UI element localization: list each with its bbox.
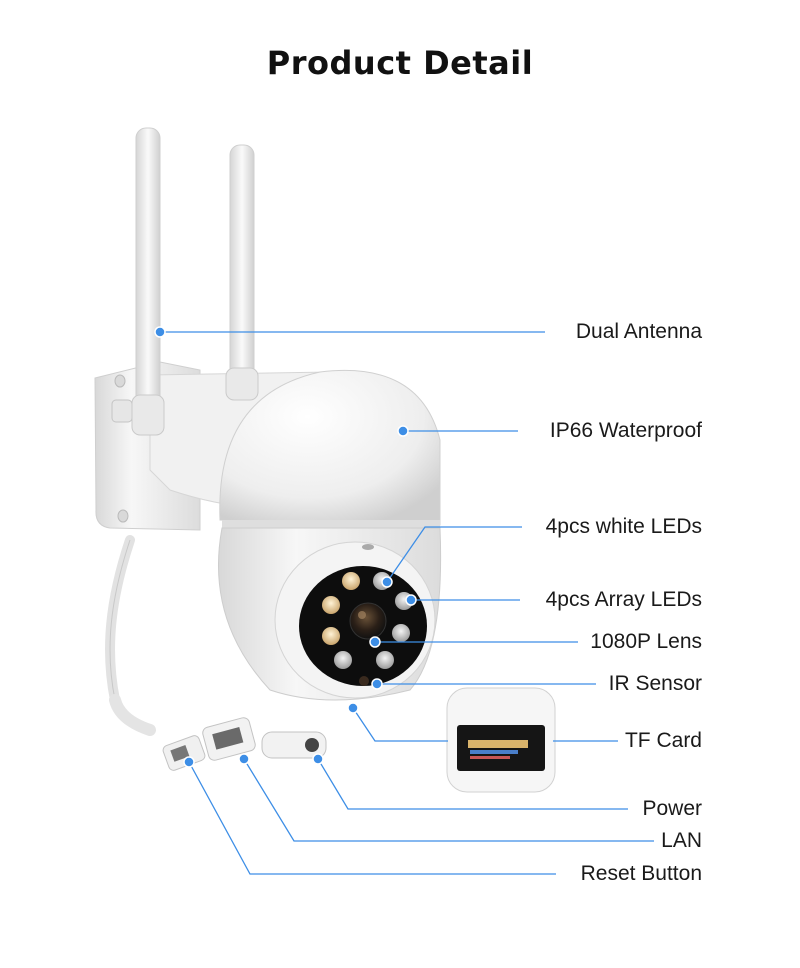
callout-label-waterproof: IP66 Waterproof bbox=[549, 419, 702, 442]
callout-label-lens: 1080P Lens bbox=[590, 630, 702, 653]
callout-label-array-leds: 4pcs Array LEDs bbox=[545, 588, 702, 611]
callout-lines bbox=[154, 326, 654, 875]
callout-label-tf-card: TF Card bbox=[624, 729, 702, 752]
callout-dot-lens bbox=[369, 636, 381, 648]
callout-dot-white-leds bbox=[381, 576, 393, 588]
callout-dot-ir-sensor bbox=[371, 678, 383, 690]
array-led-icon bbox=[376, 651, 394, 669]
connector-cluster bbox=[109, 694, 327, 771]
antenna-left-icon bbox=[131, 127, 165, 436]
power-cable bbox=[105, 535, 135, 705]
page-title: Product Detail bbox=[266, 44, 534, 82]
callout-label-antenna: Dual Antenna bbox=[575, 320, 702, 343]
callout-label-white-leds: 4pcs white LEDs bbox=[545, 515, 702, 538]
callout-line-power bbox=[317, 758, 628, 810]
callout-line-tf-card bbox=[352, 707, 448, 742]
white-led-icon bbox=[342, 572, 360, 590]
callout-label-reset: Reset Button bbox=[580, 862, 702, 885]
lens-icon bbox=[349, 602, 387, 640]
array-led-icon bbox=[334, 651, 352, 669]
callout-dot-array-leds bbox=[405, 594, 417, 606]
callout-dot-lan bbox=[238, 753, 250, 765]
tf-card-inset bbox=[446, 687, 556, 793]
camera-face bbox=[274, 541, 436, 699]
white-led-icon bbox=[322, 627, 340, 645]
callout-label-ir-sensor: IR Sensor bbox=[608, 672, 702, 695]
antenna-right-icon bbox=[225, 144, 259, 401]
callout-dot-tf-card bbox=[347, 702, 359, 714]
callout-dot-waterproof bbox=[397, 425, 409, 437]
callout-line-white-leds bbox=[386, 526, 522, 583]
callout-dot-power bbox=[312, 753, 324, 765]
white-led-icon bbox=[322, 596, 340, 614]
callout-line-reset bbox=[188, 761, 556, 875]
ir-sensor-icon bbox=[359, 676, 369, 686]
callout-dot-antenna bbox=[154, 326, 166, 338]
callout-label-power: Power bbox=[642, 797, 702, 820]
array-led-icon bbox=[392, 624, 410, 642]
callout-line-lan bbox=[243, 758, 654, 842]
callout-dot-reset bbox=[183, 756, 195, 768]
callout-label-lan: LAN bbox=[661, 829, 702, 852]
